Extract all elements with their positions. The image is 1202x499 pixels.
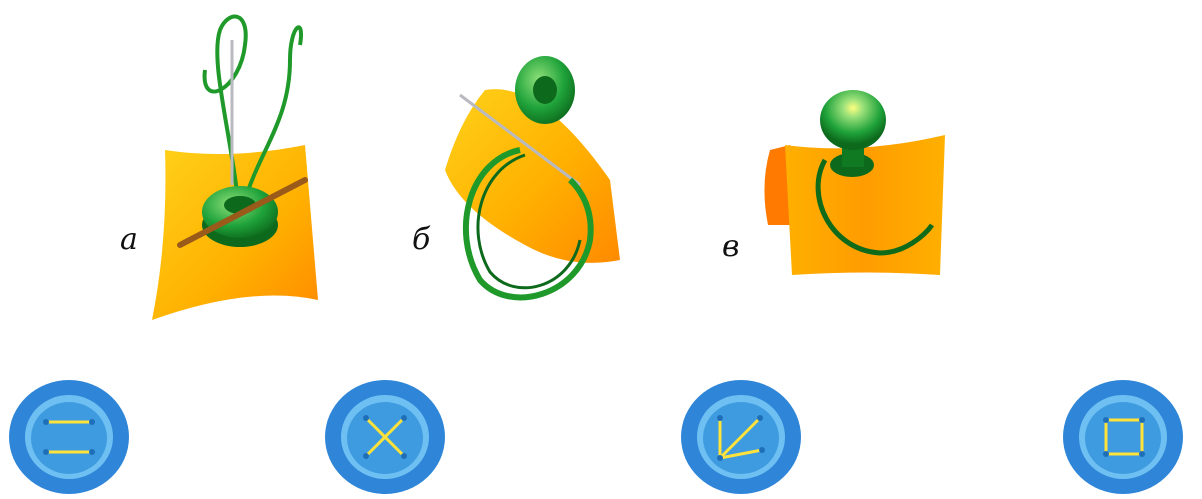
stitch-diagonal-2 <box>364 416 406 458</box>
needle <box>459 93 581 187</box>
step-c-label: в <box>722 229 740 264</box>
thread-loop-2 <box>243 25 303 201</box>
stitch-square <box>1104 418 1144 456</box>
thread-loop <box>463 147 594 301</box>
matchstick <box>177 177 308 248</box>
blue-button-cross-stitch <box>325 380 445 494</box>
step-a-illustration <box>152 14 318 320</box>
step-b-illustration <box>445 56 620 301</box>
step-b-label: б <box>412 222 431 257</box>
step-c-illustration <box>764 90 945 275</box>
fabric <box>785 135 945 275</box>
blue-button-parallel-stitches <box>9 380 129 494</box>
thread <box>815 158 935 256</box>
fabric <box>445 89 620 263</box>
stitch-horizontal <box>719 448 763 460</box>
green-button <box>820 90 886 150</box>
stitch-diagonal <box>718 416 762 460</box>
step-a-label: а <box>120 222 138 257</box>
thread-loop <box>202 14 248 201</box>
blue-button-arrow-stitch <box>681 380 801 494</box>
blue-button-square-stitch <box>1063 380 1183 494</box>
fabric-fold <box>764 145 790 225</box>
